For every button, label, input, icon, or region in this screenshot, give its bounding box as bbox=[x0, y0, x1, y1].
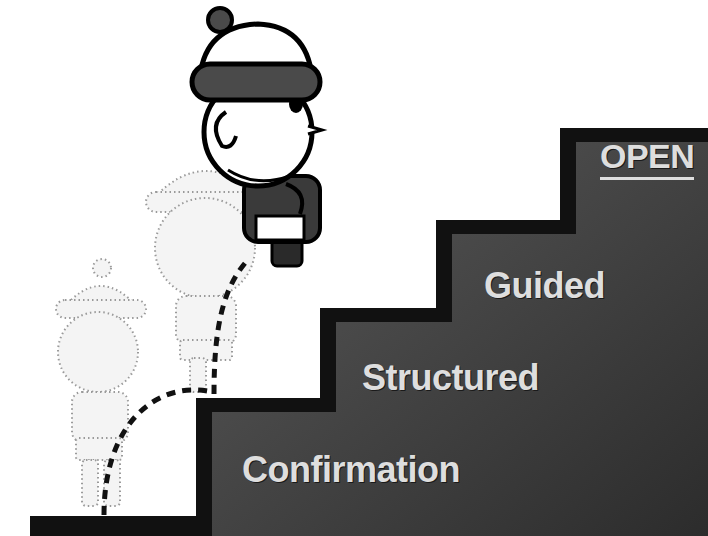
step-label: Confirmation bbox=[242, 450, 460, 490]
jumping-boy bbox=[192, 8, 322, 266]
stair-step: OPEN bbox=[596, 134, 699, 185]
ghost-figure bbox=[56, 259, 146, 506]
step-label: Structured bbox=[362, 358, 539, 398]
stair-step: Guided bbox=[480, 262, 609, 310]
stair-outline bbox=[30, 128, 708, 536]
stair-step: Structured bbox=[358, 354, 544, 402]
stair-body bbox=[212, 142, 708, 536]
stair-step: Confirmation bbox=[238, 446, 464, 494]
step-label: OPEN bbox=[600, 138, 694, 180]
jump-trajectory bbox=[214, 262, 246, 394]
step-label: Guided bbox=[484, 266, 605, 306]
jump-trajectory bbox=[104, 390, 212, 515]
